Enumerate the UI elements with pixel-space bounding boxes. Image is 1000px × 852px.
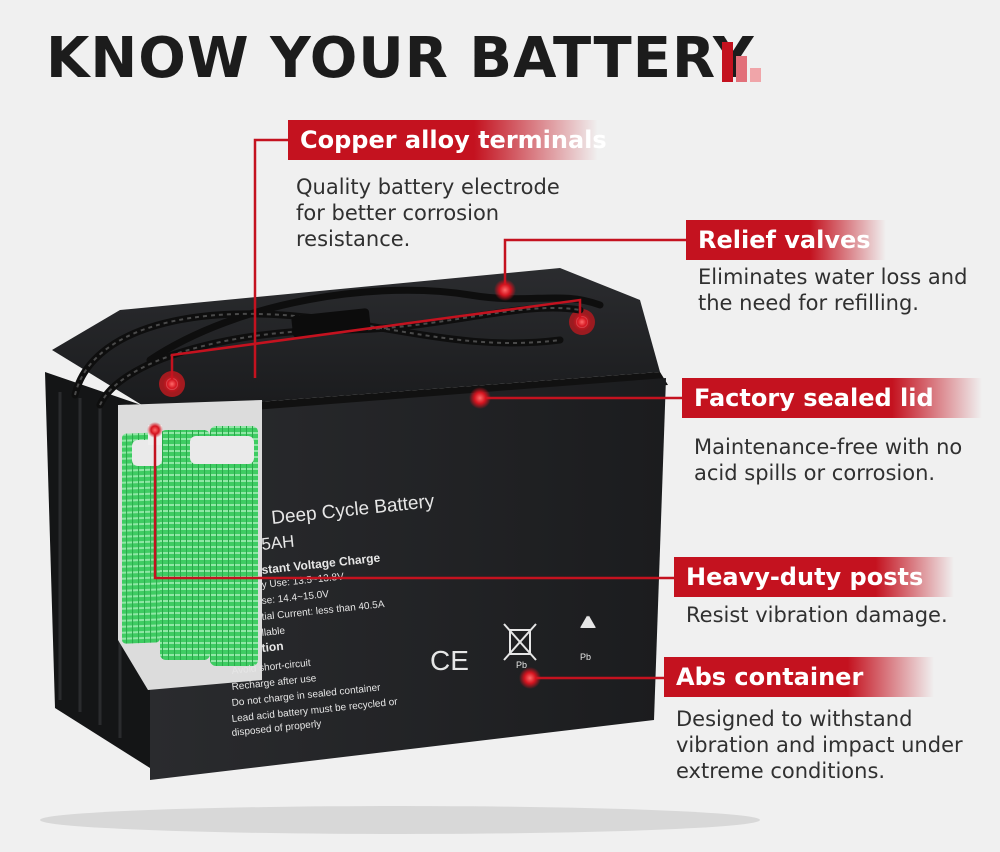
label-heavy-duty-posts: Heavy-duty posts: [674, 557, 954, 597]
leader-copper-alloy-terminals: [253, 138, 294, 378]
svg-text:Pb: Pb: [580, 652, 591, 662]
desc-heavy-duty-posts: Resist vibration damage.: [686, 603, 948, 627]
callout-leaders: [153, 138, 690, 680]
crossed-bin-icon: [503, 623, 537, 661]
callout-dots: [147, 279, 591, 689]
svg-text:llable: llable: [261, 626, 286, 639]
label-factory-sealed-lid: Factory sealed lid: [682, 378, 982, 418]
desc-copper-alloy-terminals: Quality battery electrode for better cor…: [296, 175, 560, 251]
svg-text:5AH: 5AH: [260, 532, 295, 554]
label-relief-valves: Relief valves: [686, 220, 886, 260]
desc-relief-valves: Eliminates water loss and the need for r…: [698, 265, 968, 315]
label-copper-alloy-terminals: Copper alloy terminals: [288, 120, 607, 160]
desc-factory-sealed-lid: Maintenance-free with no acid spills or …: [694, 435, 963, 485]
battery-lid: [52, 268, 660, 410]
bar-chart-icon: [722, 42, 766, 82]
recycle-icon: [580, 615, 596, 628]
page-title: KNOW YOUR BATTERY: [46, 26, 755, 91]
leader-relief-valves: [503, 238, 690, 290]
label-abs-container: Abs container: [664, 657, 934, 697]
svg-text:tion: tion: [261, 639, 284, 655]
leader-heavy-duty-posts: [153, 430, 690, 580]
desc-abs-container: Designed to withstand vibration and impa…: [676, 707, 963, 783]
ce-mark-icon: CE: [430, 645, 469, 676]
svg-text:Pb: Pb: [516, 660, 527, 670]
